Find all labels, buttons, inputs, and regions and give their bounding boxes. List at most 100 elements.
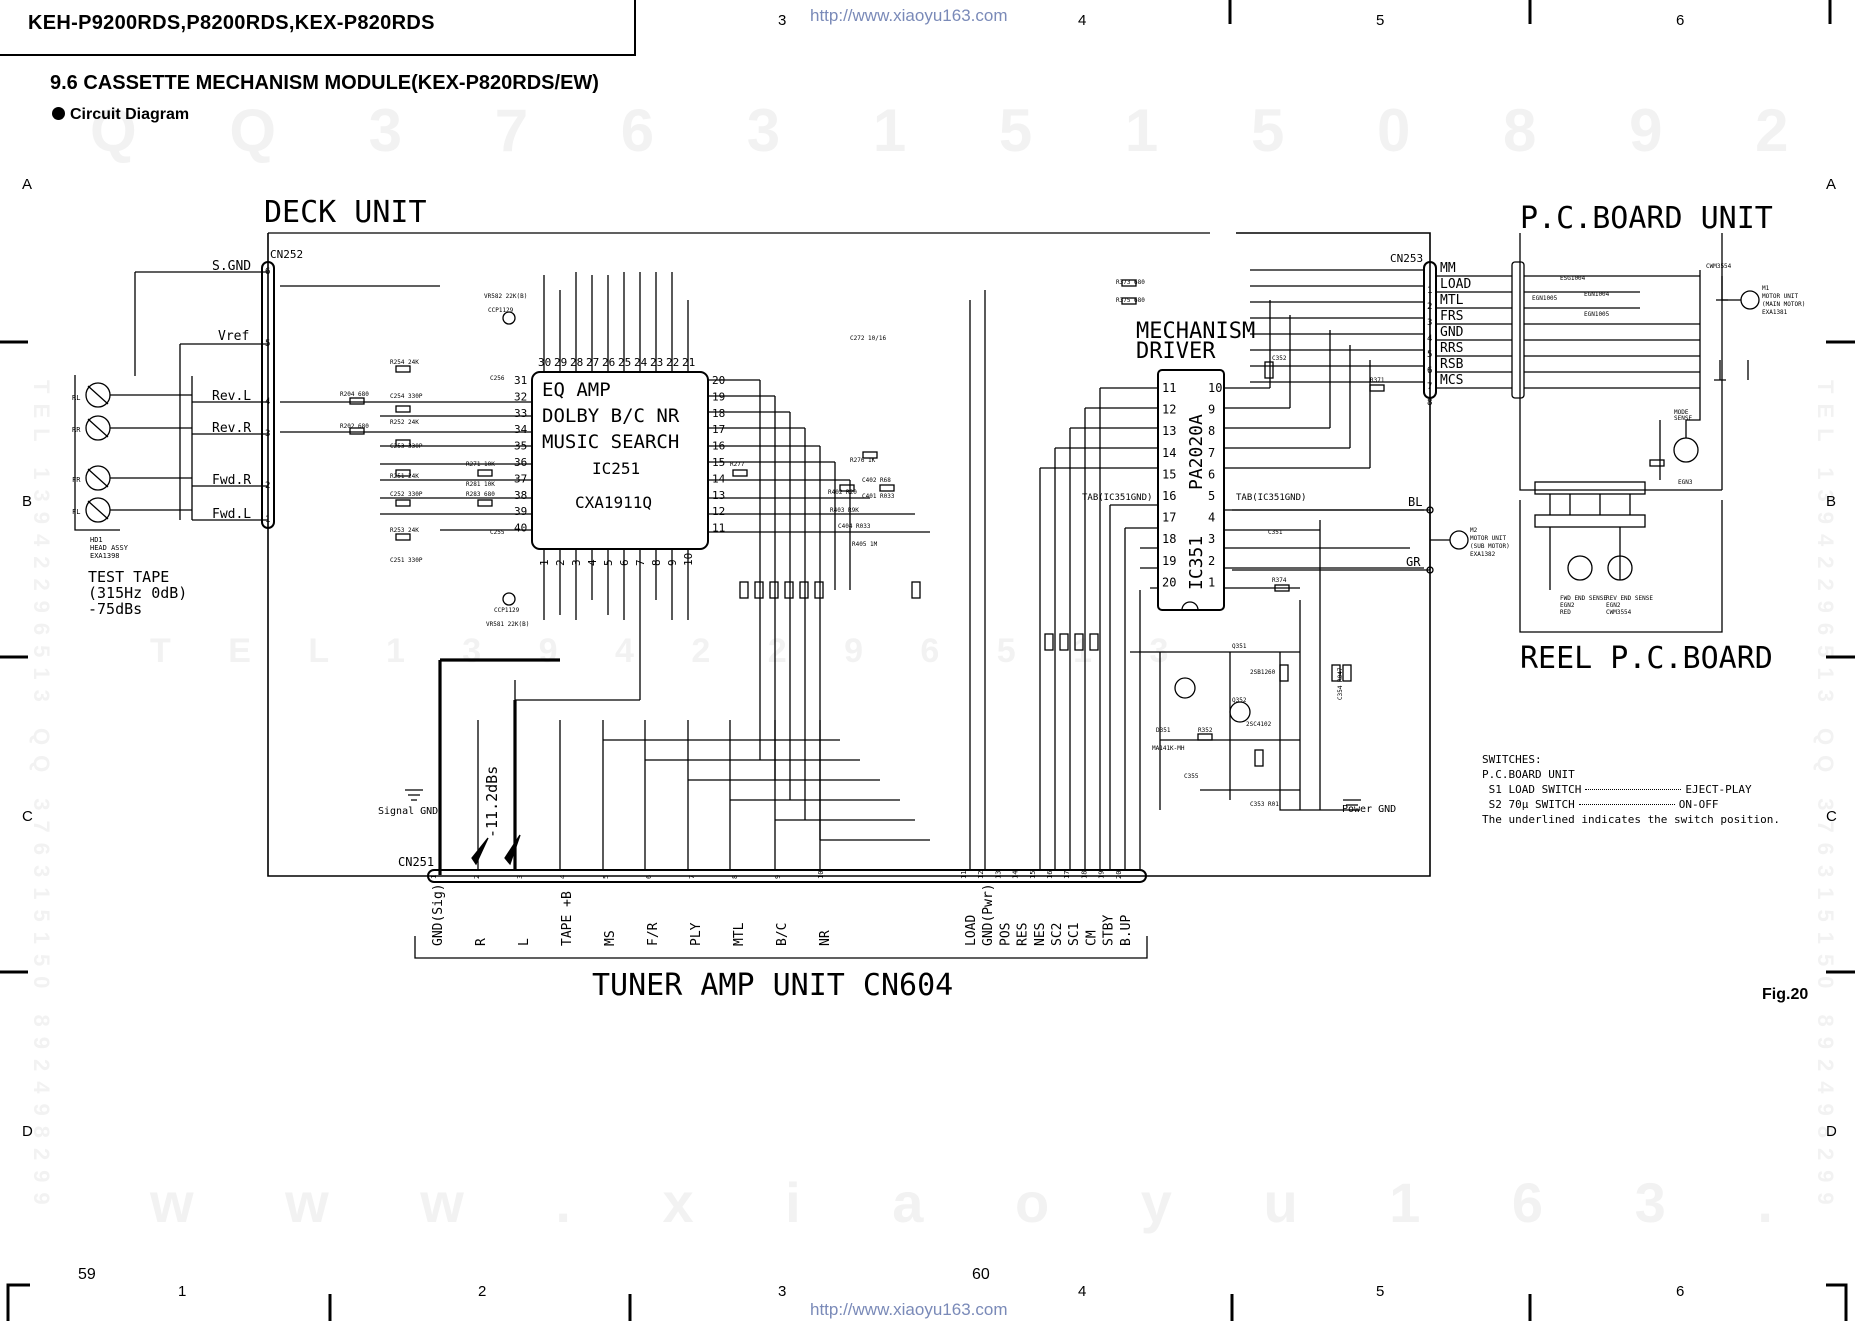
gr-label: GR — [1406, 555, 1421, 569]
ic351-left-pin: 12 — [1162, 403, 1176, 417]
r254: R254 24K — [390, 359, 419, 366]
r271: R271 10K — [466, 461, 495, 468]
cn251-label: MS — [603, 930, 618, 946]
ic351-left-pin: 20 — [1162, 575, 1176, 589]
label-rev-r: Rev.R — [212, 421, 251, 436]
cn251-pin: 13 — [994, 871, 1002, 879]
c402: C402 R68 — [862, 477, 891, 484]
ic251-top-pin: 25 — [618, 356, 631, 369]
r281: R281 10K — [466, 481, 495, 488]
grid-top-6: 6 — [1676, 12, 1685, 29]
vr581: VR581 22K(B) — [486, 621, 529, 628]
head-assy-1: HD1 — [90, 536, 103, 544]
ic251-right-pin: 11 — [712, 522, 725, 535]
watermark-url-bottom[interactable]: http://www.xiaoyu163.com — [810, 1300, 1008, 1319]
c254: C254 330P — [390, 393, 423, 400]
ic251-right-pin: 16 — [712, 440, 725, 453]
label-s-gnd: S.GND — [212, 259, 251, 274]
ic251-bottom-pin: 6 — [618, 559, 631, 566]
cn253-pin: 8 — [1427, 398, 1432, 408]
cn251-label: L — [517, 938, 532, 946]
cn251-pin: 5 — [602, 875, 610, 879]
ic351-right-pin: 6 — [1208, 467, 1215, 481]
ic251-bottom-pin: 1 — [538, 559, 551, 566]
ic251-right-pin: 13 — [712, 489, 725, 502]
cn253-mtl: MTL — [1440, 293, 1464, 308]
c272: C272 10/16 — [850, 335, 887, 342]
ic251-bottom-pin: 5 — [602, 559, 615, 566]
m1-4: EXA1381 — [1762, 309, 1788, 316]
ic351-right-pin: 4 — [1208, 511, 1215, 525]
cn251-label: LOAD — [964, 915, 979, 946]
grid-bottom-1: 1 — [178, 1283, 187, 1300]
ic251-left-pin: 37 — [514, 472, 527, 485]
grid-right-c: C — [1826, 808, 1837, 825]
level-text: -11.2dBs — [483, 766, 501, 838]
head-fl: FL — [72, 508, 80, 516]
cn251-label: SC1 — [1067, 923, 1082, 946]
deck-unit-label: DECK UNIT — [264, 195, 427, 230]
cn251-label: NES — [1033, 923, 1048, 946]
r252: R252 24K — [390, 419, 419, 426]
cn252-pin: 2 — [265, 481, 270, 491]
ic251-bottom-pin: 8 — [650, 559, 663, 566]
watermark-url-top[interactable]: http://www.xiaoyu163.com — [810, 6, 1008, 25]
ic251-top-pin: 22 — [666, 356, 679, 369]
cn251-label: PLY — [689, 922, 704, 946]
grid-left-c: C — [22, 808, 33, 825]
s1-load: ESG1004 — [1560, 275, 1586, 282]
ic251-top-pin: 30 — [538, 356, 551, 369]
cn251-pin: 17 — [1063, 871, 1071, 879]
head-assy-3: EXA1398 — [90, 552, 120, 560]
ic351-left-pin: 17 — [1162, 511, 1176, 525]
r277: R277 — [730, 461, 745, 468]
cn251-label: TAPE +B — [560, 891, 575, 946]
cn251-label: MTL — [732, 922, 747, 946]
ic251-bottom-pin: 9 — [666, 559, 679, 566]
c354: C354 R047 — [1337, 667, 1344, 700]
cn251-pin: 18 — [1080, 871, 1088, 879]
m2-1: M2 — [1470, 527, 1478, 534]
m2-2: MOTOR UNIT — [1470, 535, 1507, 542]
test-tape-3: -75dBs — [88, 600, 142, 618]
switch-s1-value: EJECT-PLAY — [1685, 783, 1752, 796]
watermark-tel: T E L 1 3 9 4 2 2 9 6 5 1 3 — [150, 632, 1193, 670]
ic251-left-pin: 33 — [514, 407, 527, 420]
cn253-pin: 4 — [1427, 334, 1432, 344]
m2-3: (SUB MOTOR) — [1470, 543, 1510, 550]
vr582: VR582 22K(B) — [484, 293, 527, 300]
cn253-pin: 6 — [1427, 366, 1432, 376]
r253: R253 24K — [390, 527, 419, 534]
power-gnd: Power GND — [1342, 804, 1396, 815]
ic351-right-pin: 7 — [1208, 446, 1215, 460]
mech-driver-label-2: DRIVER — [1136, 339, 1216, 364]
cn251-pin: 19 — [1098, 871, 1106, 879]
cn251-label: B.UP — [1119, 915, 1134, 946]
ic251-bottom-pin: 3 — [570, 559, 583, 566]
cn251-label: STBY — [1102, 915, 1117, 946]
mode-sense-1: MODE — [1674, 409, 1689, 416]
egn3-sense: CWM3554 — [1606, 609, 1632, 616]
esg-label-2: EGN1005 — [1584, 311, 1610, 318]
cn253-rrs: RRS — [1440, 341, 1463, 356]
switch-title: SWITCHES: — [1482, 753, 1542, 766]
grid-left-a: A — [22, 176, 33, 193]
ic351-part: PA2020A — [1186, 414, 1207, 490]
ic251-top-pin: 26 — [602, 356, 615, 369]
r373: R373 680 — [1116, 279, 1145, 286]
switch-s2-value: ON-OFF — [1678, 798, 1719, 811]
cn251-label: NR — [818, 930, 833, 946]
r405: R405 1M — [852, 541, 878, 548]
cn253-label: CN253 — [1390, 252, 1423, 265]
page-number-right: 60 — [972, 1266, 990, 1283]
ic351-right-pin: 8 — [1208, 424, 1215, 438]
switch-s2-label: S2 70µ SWITCH — [1488, 798, 1575, 811]
cn252-pin: 3 — [265, 429, 270, 439]
cn253-mm: MM — [1440, 261, 1456, 276]
egn1-label: EGN3 — [1678, 479, 1693, 486]
ic251-bottom-pin: 10 — [682, 553, 695, 566]
label-fwd-l: Fwd.L — [212, 507, 251, 522]
